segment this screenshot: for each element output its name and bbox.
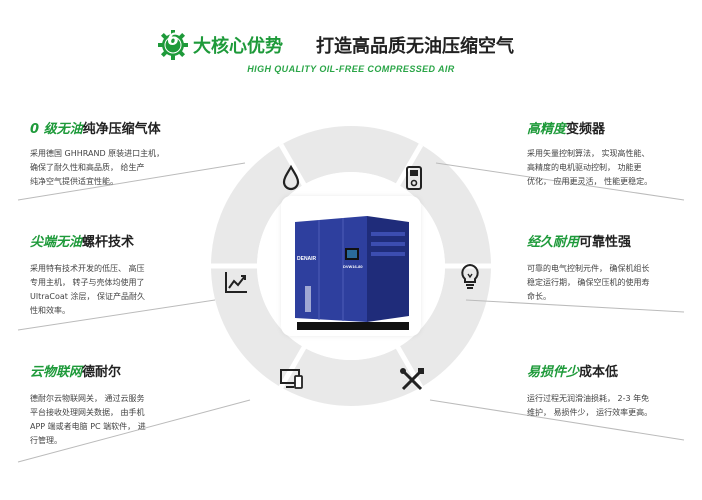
- monitor-phone-icon: [277, 365, 305, 393]
- feature-text-line: 采用特有技术开发的低压、 高压: [30, 264, 145, 273]
- feature-title-highlight: 0 级无油: [30, 122, 83, 137]
- feature-durability: 经久耐用可靠性强 可靠的电气控制元件， 确保机组长 稳定运行期， 确保空压机的使…: [527, 231, 650, 304]
- feature-text-line: 运行过程无润滑油损耗， 2-3 年免: [527, 394, 650, 403]
- feature-oil-free: 0 级无油纯净压缩气体 采用德国 GHHRAND 原装进口主机， 确保了耐久性和…: [30, 118, 164, 189]
- feature-text-line: 命长。: [527, 292, 551, 301]
- inverter-icon: [400, 164, 428, 192]
- feature-text-line: 采用矢量控制算法， 实现高性能、: [527, 149, 650, 158]
- feature-text-line: 纯净空气提供适宜性能。: [30, 177, 118, 186]
- feature-title-highlight: 云物联网: [30, 365, 83, 380]
- feature-text-line: 采用德国 GHHRAND 原装进口主机，: [30, 149, 165, 158]
- tools-icon: [398, 366, 426, 394]
- feature-title: 可靠性强: [579, 235, 632, 250]
- feature-text-line: 高精度的电机驱动控制， 功能更: [527, 163, 642, 172]
- feature-text-line: 行管理。: [30, 436, 62, 445]
- product-card: DENAIR DVW16-80: [281, 196, 421, 336]
- light-bulb-icon: [456, 262, 484, 290]
- header: 6 大核心优势 打造高品质无油压缩空气 HIGH QUALITY OIL-FRE…: [0, 14, 702, 84]
- oil-drop-icon: [277, 164, 305, 192]
- feature-text-line: 确保了耐久性和高品质， 给生产: [30, 163, 145, 172]
- feature-text-line: 稳定运行期， 确保空压机的使用寿: [527, 278, 650, 287]
- feature-title-highlight: 高精度: [527, 122, 567, 137]
- feature-screw-tech: 尖端无油螺杆技术 采用特有技术开发的低压、 高压 专用主机， 转子与壳体均使用了…: [30, 231, 145, 318]
- feature-title: 成本低: [579, 365, 619, 380]
- feature-title: 变频器: [566, 122, 606, 137]
- feature-iot: 云物联网德耐尔 德耐尔云物联网关， 通过云服务 平台接收处理网关数据， 由手机 …: [30, 361, 146, 448]
- product-model: DVW16-80: [343, 264, 363, 269]
- badge-number: 6: [167, 30, 179, 50]
- feature-title-highlight: 易损件少: [527, 365, 580, 380]
- feature-title-highlight: 经久耐用: [527, 235, 580, 250]
- feature-text-line: APP 端或者电脑 PC 端软件， 进: [30, 422, 146, 431]
- feature-text-line: 德耐尔云物联网关， 通过云服务: [30, 394, 145, 403]
- feature-text-line: 维护， 易损件少， 运行效率更高。: [527, 408, 653, 417]
- feature-text-line: 平台接收处理网关数据， 由手机: [30, 408, 145, 417]
- product-brand: DENAIR: [297, 256, 317, 262]
- feature-inverter: 高精度变频器 采用矢量控制算法， 实现高性能、 高精度的电机驱动控制， 功能更 …: [527, 118, 652, 189]
- feature-text-line: 可靠的电气控制元件， 确保机组长: [527, 264, 650, 273]
- page-subtitle: HIGH QUALITY OIL-FREE COMPRESSED AIR: [247, 64, 455, 74]
- feature-text-line: UltraCoat 涂层， 保证产品耐久: [30, 292, 146, 301]
- title-highlight: 大核心优势: [193, 36, 283, 57]
- gear-badge: 6: [158, 30, 188, 60]
- feature-title: 螺杆技术: [82, 235, 135, 250]
- page-title: 打造高品质无油压缩空气: [316, 36, 514, 57]
- feature-text-line: 专用主机， 转子与壳体均使用了: [30, 278, 145, 287]
- feature-title-highlight: 尖端无油: [30, 235, 83, 250]
- feature-title: 纯净压缩气体: [82, 122, 161, 137]
- feature-text-line: 优化， 应用更灵活， 性能更稳定。: [527, 177, 653, 186]
- compressor-image: [295, 216, 409, 330]
- feature-low-cost: 易损件少成本低 运行过程无润滑油损耗， 2-3 年免 维护， 易损件少， 运行效…: [527, 361, 652, 420]
- feature-text-line: 性和效率。: [30, 306, 70, 315]
- feature-title: 德耐尔: [82, 365, 122, 380]
- line-chart-icon: [222, 268, 250, 296]
- gear-icon: [158, 30, 188, 60]
